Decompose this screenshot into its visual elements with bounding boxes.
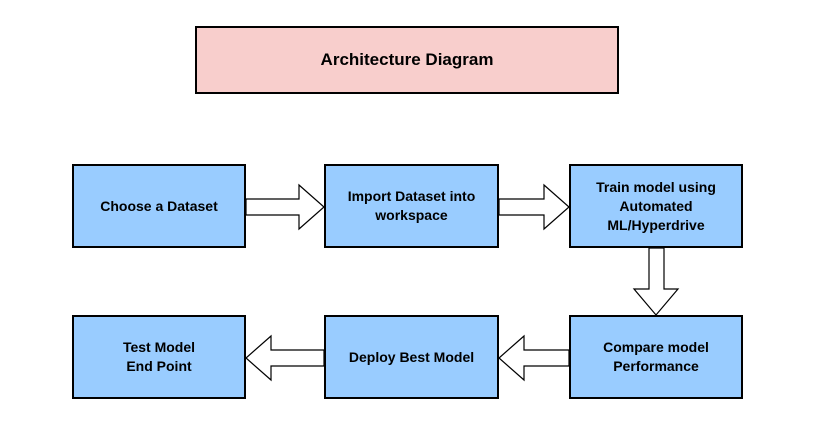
node-compare-model: Compare model Performance bbox=[569, 315, 743, 399]
node-test-model-label: Test Model End Point bbox=[122, 339, 196, 374]
arrow-train-to-compare bbox=[632, 247, 680, 316]
diagram-title-box: Architecture Diagram bbox=[195, 26, 619, 94]
node-deploy-model-label: Deploy Best Model bbox=[348, 348, 475, 365]
arrow-compare-to-deploy bbox=[498, 334, 570, 382]
node-choose-dataset: Choose a Dataset bbox=[72, 164, 246, 248]
node-train-model-label: Train model using Automated ML/Hyperdriv… bbox=[596, 178, 716, 233]
arrow-import-to-train bbox=[498, 183, 570, 231]
node-train-model: Train model using Automated ML/Hyperdriv… bbox=[569, 164, 743, 248]
arrow-deploy-to-test bbox=[245, 334, 325, 382]
arrow-choose-to-import bbox=[245, 183, 325, 231]
node-import-dataset-label: Import Dataset into workspace bbox=[347, 188, 476, 223]
diagram-title: Architecture Diagram bbox=[320, 50, 494, 69]
node-import-dataset: Import Dataset into workspace bbox=[324, 164, 499, 248]
node-choose-dataset-label: Choose a Dataset bbox=[100, 197, 218, 214]
node-deploy-model: Deploy Best Model bbox=[324, 315, 499, 399]
node-compare-model-label: Compare model Performance bbox=[603, 339, 709, 374]
node-test-model: Test Model End Point bbox=[72, 315, 246, 399]
